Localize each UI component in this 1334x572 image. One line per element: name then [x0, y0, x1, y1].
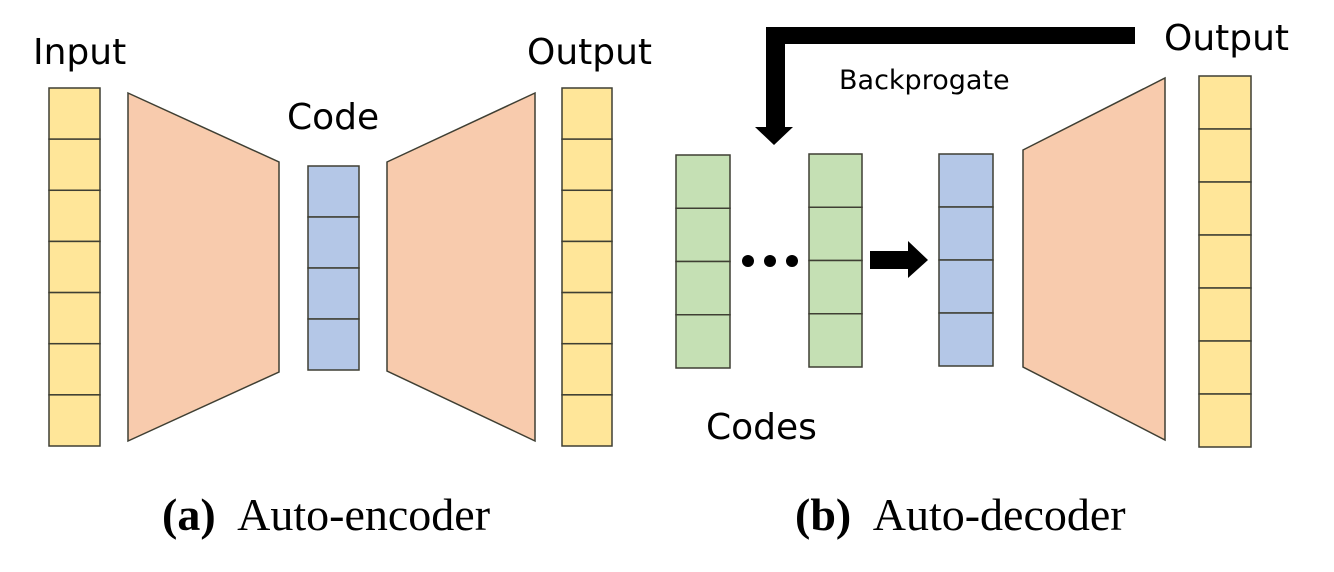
encoder-network	[127, 91, 280, 443]
input-label: Input	[33, 32, 126, 73]
ellipsis-dot	[742, 255, 754, 267]
input-vector	[48, 87, 101, 447]
vector-cell	[1198, 75, 1252, 130]
vector-cell	[307, 318, 360, 371]
panel-auto-decoder: Backprogate Output Codes (b) Auto-decode…	[675, 18, 1289, 540]
latent-code-first	[675, 154, 731, 369]
vector-cell	[561, 87, 613, 140]
vector-cell	[48, 87, 101, 140]
vector-cell	[48, 291, 101, 345]
backpropagate-arrow-icon	[755, 27, 1135, 145]
vector-cell	[1198, 340, 1252, 395]
caption-letter-b: (b)	[795, 489, 851, 540]
vector-cell	[48, 138, 101, 192]
vector-cell	[561, 342, 613, 396]
caption-auto-decoder: (b) Auto-decoder	[795, 489, 1126, 540]
vector-cell	[1198, 181, 1252, 236]
vector-cell	[1198, 393, 1252, 448]
code-label: Code	[287, 97, 379, 138]
vector-cell	[48, 240, 101, 294]
output-vector-b	[1198, 75, 1252, 448]
vector-cell	[48, 189, 101, 243]
output-label-b: Output	[1164, 18, 1289, 59]
vector-cell	[675, 207, 731, 263]
output-vector	[561, 87, 613, 447]
vector-cell	[48, 342, 101, 396]
vector-cell	[561, 394, 613, 447]
caption-text-a: Auto-encoder	[237, 489, 490, 540]
vector-cell	[1198, 128, 1252, 183]
vector-cell	[1198, 287, 1252, 342]
vector-cell	[307, 165, 360, 218]
vector-cell	[561, 138, 613, 192]
codes-label: Codes	[706, 407, 817, 448]
vector-cell	[1198, 234, 1252, 289]
caption-auto-encoder: (a) Auto-encoder	[162, 489, 490, 540]
caption-text-b: Auto-decoder	[873, 489, 1126, 540]
backpropagate-label: Backprogate	[839, 65, 1010, 96]
vector-cell	[808, 206, 863, 262]
vector-cell	[938, 312, 994, 367]
vector-cell	[808, 259, 863, 315]
panel-auto-encoder: Input Code Output (a) Auto-encoder	[33, 32, 652, 540]
vector-cell	[675, 260, 731, 316]
decoder-network-b	[1022, 76, 1166, 442]
ellipsis-dots	[742, 255, 798, 267]
vector-cell	[307, 216, 360, 269]
vector-cell	[561, 240, 613, 294]
latent-code-last	[808, 153, 863, 368]
vector-cell	[307, 267, 360, 320]
caption-letter-a: (a)	[162, 489, 216, 540]
vector-cell	[808, 153, 863, 208]
ellipsis-dot	[764, 255, 776, 267]
vector-cell	[561, 291, 613, 345]
decoder-network	[386, 91, 536, 443]
output-label: Output	[527, 32, 652, 73]
selected-code-vector	[938, 153, 994, 367]
vector-cell	[808, 313, 863, 368]
vector-cell	[48, 394, 101, 447]
vector-cell	[938, 153, 994, 208]
vector-cell	[938, 206, 994, 261]
code-vector	[307, 165, 360, 371]
select-code-arrow-icon	[870, 241, 928, 278]
vector-cell	[561, 189, 613, 243]
ellipsis-dot	[786, 255, 798, 267]
vector-cell	[675, 314, 731, 369]
vector-cell	[938, 259, 994, 314]
vector-cell	[675, 154, 731, 209]
